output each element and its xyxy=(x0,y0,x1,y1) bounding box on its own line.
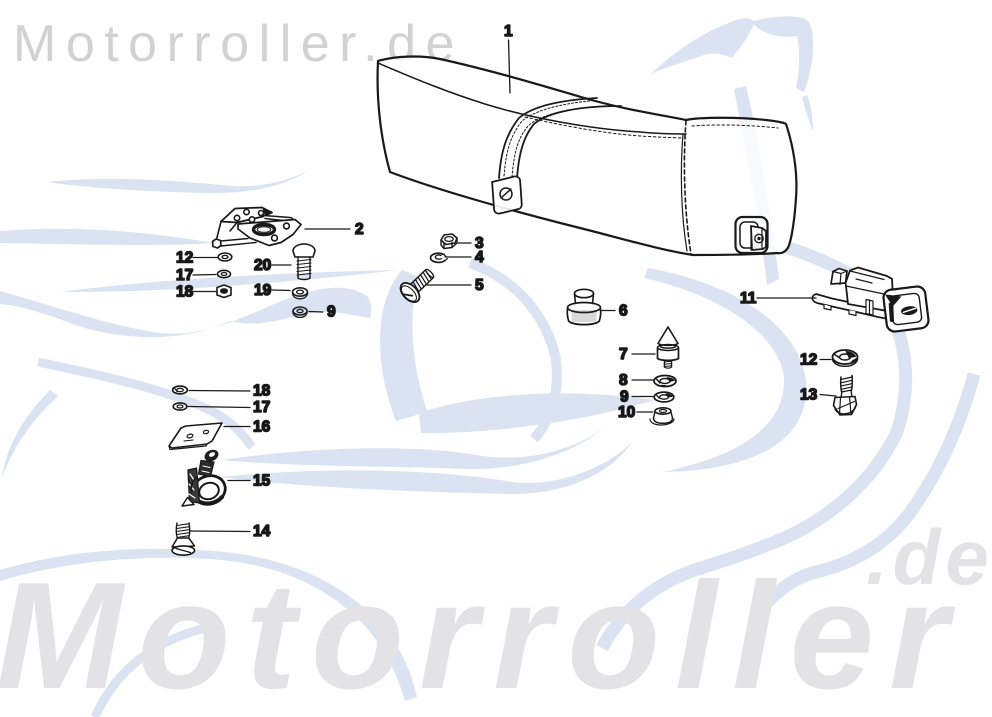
svg-text:9: 9 xyxy=(620,389,629,406)
svg-text:20: 20 xyxy=(254,257,271,274)
svg-text:18: 18 xyxy=(176,284,194,301)
svg-text:17: 17 xyxy=(253,399,270,416)
svg-text:10: 10 xyxy=(618,404,635,421)
svg-text:2: 2 xyxy=(355,221,364,238)
svg-text:9: 9 xyxy=(327,304,336,321)
svg-text:1: 1 xyxy=(504,23,513,40)
svg-text:15: 15 xyxy=(253,473,271,490)
svg-text:4: 4 xyxy=(475,249,484,266)
svg-text:7: 7 xyxy=(619,346,628,363)
svg-text:18: 18 xyxy=(253,383,271,400)
svg-text:12: 12 xyxy=(800,352,817,369)
svg-text:.de: .de xyxy=(866,513,992,601)
svg-text:12: 12 xyxy=(176,250,193,267)
svg-text:13: 13 xyxy=(800,387,818,404)
svg-text:6: 6 xyxy=(619,303,628,320)
svg-text:3: 3 xyxy=(475,235,484,252)
svg-text:16: 16 xyxy=(253,419,271,436)
svg-text:5: 5 xyxy=(475,277,484,294)
svg-text:Motorroller: Motorroller xyxy=(0,551,963,717)
svg-text:11: 11 xyxy=(740,290,757,307)
svg-text:14: 14 xyxy=(253,523,271,540)
svg-text:19: 19 xyxy=(254,282,272,299)
svg-text:8: 8 xyxy=(619,372,628,389)
svg-text:17: 17 xyxy=(176,267,193,284)
